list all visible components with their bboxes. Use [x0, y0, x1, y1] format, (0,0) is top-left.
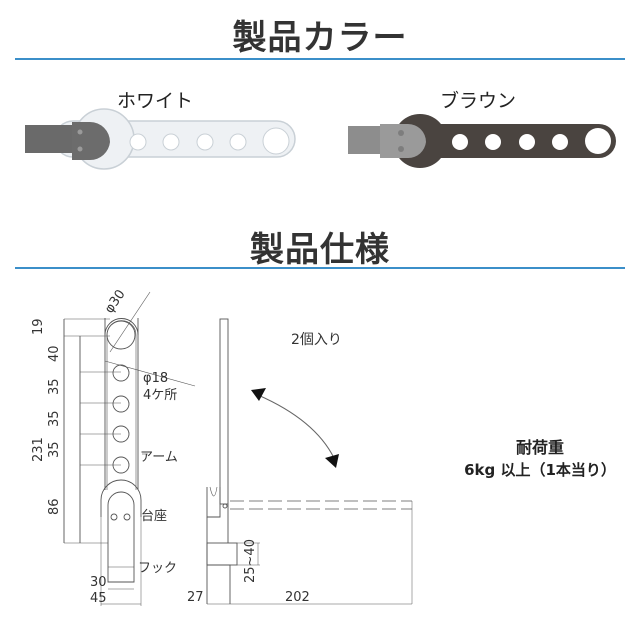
- front-view: [63, 291, 196, 606]
- load-heading: 耐荷重: [515, 438, 564, 457]
- dim-count: 4ケ所: [143, 388, 177, 403]
- brown-hanger-image: [348, 114, 616, 168]
- dim-45: 45: [90, 591, 107, 606]
- dim-30: 30: [90, 575, 107, 590]
- dim-86: 86: [47, 498, 62, 515]
- label-hook: フック: [138, 561, 177, 576]
- specs-title-rule: [15, 267, 625, 269]
- label-base: 台座: [141, 509, 167, 524]
- dim-35b: 35: [47, 410, 62, 427]
- package-note: 2個入り: [291, 332, 342, 348]
- colors-title-rule: [15, 58, 625, 60]
- label-arm: アーム: [140, 450, 178, 465]
- side-view: [206, 318, 413, 605]
- dim-40: 40: [47, 345, 62, 362]
- load-value: 6kg 以上（1本当り）: [464, 461, 616, 479]
- dim-27: 27: [187, 590, 204, 605]
- color-label-white: ホワイト: [117, 90, 194, 112]
- dim-clamp: 25~40: [243, 539, 258, 583]
- rotation-arrow: [251, 388, 339, 468]
- dim-202: 202: [285, 590, 310, 605]
- dim-19: 19: [31, 318, 46, 335]
- dim-phi30: φ30: [102, 287, 129, 316]
- dim-231: 231: [31, 437, 46, 462]
- colors-section-title: 製品カラー: [232, 18, 408, 58]
- dim-35a: 35: [47, 378, 62, 395]
- dim-35c: 35: [47, 441, 62, 458]
- specs-section-title: 製品仕様: [250, 230, 390, 270]
- white-hanger-image: [25, 108, 296, 170]
- color-label-brown: ブラウン: [440, 90, 517, 112]
- dim-phi18: φ18: [143, 371, 168, 386]
